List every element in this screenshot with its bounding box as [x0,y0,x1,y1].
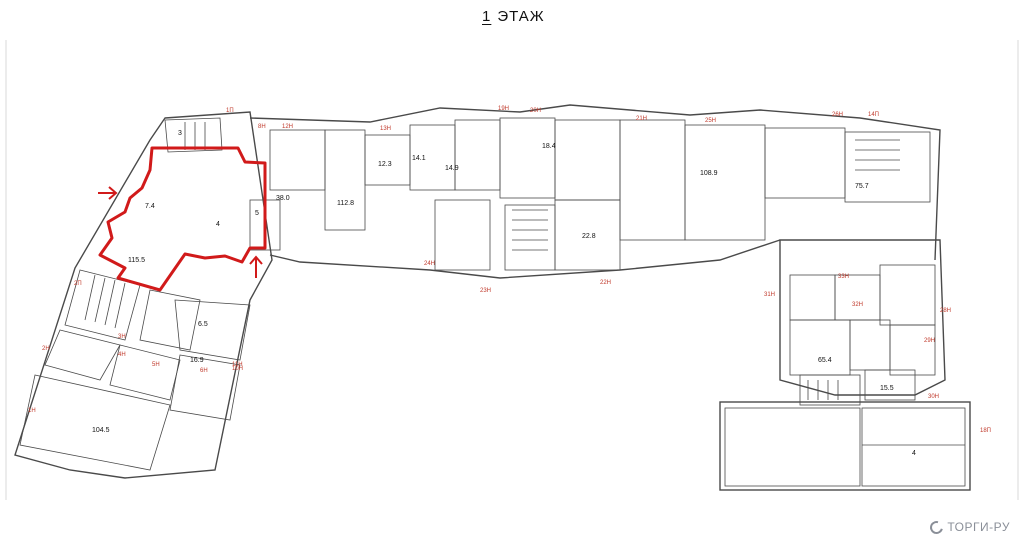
unit-label: 33Н [838,274,849,280]
room-id: 5 [255,210,259,217]
floor-number: 1 [482,8,492,25]
torgi-logo-icon [927,518,946,536]
room-area: 15.5 [880,385,894,392]
unit-label: 2Н [42,346,50,352]
room-area: 12.3 [378,161,392,168]
room-area: 65.4 [818,357,832,364]
unit-label: 25Н [705,118,716,124]
room-labels: 3 7.4 115.5 4 5 38.0 112.8 12.3 14.1 14.… [92,130,916,457]
room-area: 16.9 [190,357,204,364]
unit-label: 23Н [480,288,491,294]
entrance-arrow-right-icon [98,186,118,200]
room-area: 112.8 [337,200,354,207]
room-area: 7.4 [145,203,155,210]
unit-label: 4Н [118,352,126,358]
unit-label: 19Н [498,106,509,112]
unit-label: 5Н [152,362,160,368]
room-area: 22.8 [582,233,596,240]
highlighted-premises [98,146,267,292]
unit-label: 21Н [636,116,647,122]
room-area: 6.5 [198,321,208,328]
unit-label: 1Н [28,408,36,414]
unit-label: 31Н [764,292,775,298]
floor-title: 1 ЭТАЖ [478,8,545,25]
room-area: 115.5 [128,257,145,264]
sheet-border [5,40,1019,500]
unit-label: 8Н [258,124,266,130]
room-area: 108.9 [700,170,718,177]
floor-label: ЭТАЖ [497,8,545,25]
room-area: 104.5 [92,427,110,434]
room-id: 3 [178,130,182,137]
right-wing [779,239,946,406]
unit-label: 29Н [924,338,935,344]
unit-label: 20Н [530,108,541,114]
room-area: 75.7 [855,183,869,190]
unit-label: 6Н [200,368,208,374]
entrance-arrow-up-icon [249,255,263,278]
unit-label: 24Н [424,261,435,267]
unit-label: 12Н [282,124,293,130]
unit-label: 10Н [232,366,243,372]
unit-label: 13Н [380,126,391,132]
unit-label: 3Н [118,334,126,340]
brand-watermark: ТОРГИ-РУ [927,518,1010,536]
room-area: 38.0 [276,195,290,202]
room-id: 4 [216,221,220,228]
brand-name: ТОРГИ-РУ [947,520,1010,534]
unit-label: 1П [226,108,234,114]
room-area: 14.9 [445,165,459,172]
unit-label: 11Н [232,362,243,368]
annex-block [719,401,971,491]
room-id: 4 [912,450,916,457]
left-wing [14,111,273,479]
unit-label: 26Н [832,112,843,118]
unit-label: 28Н [940,308,951,314]
central-block [249,104,941,279]
unit-labels: 1Н 2Н 3Н 4Н 5Н 6Н 8Н 10Н 11Н 12Н 13Н 19Н… [28,106,991,434]
unit-label: 18П [980,428,991,434]
unit-label: 22Н [600,280,611,286]
room-area: 18.4 [542,143,556,150]
unit-label: 32Н [852,302,863,308]
unit-label: 14П [868,112,879,118]
unit-label: 2П [74,281,82,287]
room-area: 14.1 [412,155,426,162]
unit-label: 30Н [928,394,939,400]
